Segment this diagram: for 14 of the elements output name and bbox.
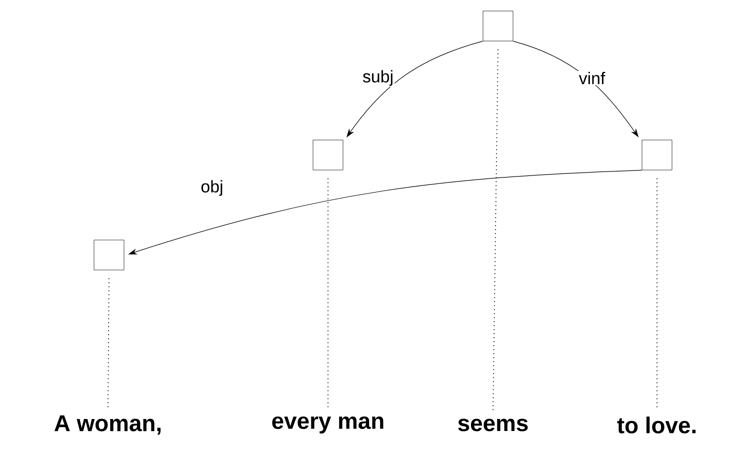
edge-label: subj [361, 69, 395, 87]
node-box [482, 10, 514, 42]
node-box [642, 140, 672, 170]
node-box [312, 140, 344, 170]
word-label: seems [458, 418, 528, 432]
projection-line [656, 178, 658, 410]
edge-label: vinf [578, 70, 606, 86]
projection-line [492, 48, 498, 412]
projection-line [108, 278, 110, 409]
edge-label: obj [200, 179, 224, 197]
word-label: A woman, [54, 415, 161, 435]
node-box [94, 240, 124, 270]
word-label: to love. [617, 416, 696, 434]
word-label: every man [272, 416, 384, 434]
